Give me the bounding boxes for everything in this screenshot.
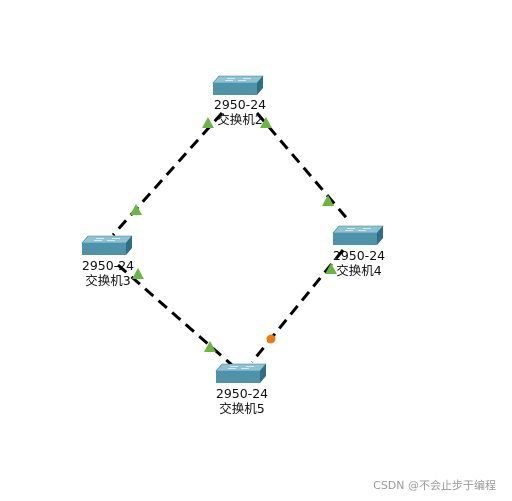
switch-node-2[interactable]: 2950-24 交换机2 xyxy=(212,75,266,127)
port-up-indicator xyxy=(202,117,214,128)
port-up-indicator xyxy=(204,341,216,352)
port-up-indicator xyxy=(325,263,337,274)
switch-model-label: 2950-24 xyxy=(82,258,134,273)
switch-node-4[interactable]: 2950-24 交换机4 xyxy=(332,225,385,278)
watermark-text: CSDN @不会止步于编程 xyxy=(373,479,496,492)
port-indicators xyxy=(130,117,337,352)
port-up-indicator xyxy=(130,204,142,215)
switch-name-label: 交换机2 xyxy=(217,112,262,127)
port-up-indicator xyxy=(132,268,144,279)
link-switch4-switch5[interactable] xyxy=(250,249,345,363)
port-up-indicator xyxy=(260,117,272,128)
switch-node-5[interactable]: 2950-24 交换机5 xyxy=(215,363,268,416)
switch-model-label: 2950-24 xyxy=(214,97,266,112)
link-switch2-switch4[interactable] xyxy=(255,112,352,223)
switch-name-label: 交换机5 xyxy=(219,401,264,416)
switch-icon xyxy=(212,75,264,96)
port-down-indicator xyxy=(266,334,276,344)
switch-name-label: 交换机3 xyxy=(85,273,130,288)
links xyxy=(111,112,352,367)
link-switch2-switch3[interactable] xyxy=(111,112,224,236)
switch-icon xyxy=(81,235,133,256)
port-up-indicator xyxy=(322,195,334,206)
switch-node-3[interactable]: 2950-24 交换机3 xyxy=(81,235,134,288)
switch-icon xyxy=(215,363,267,384)
switch-name-label: 交换机4 xyxy=(336,263,382,278)
switch-icon xyxy=(332,225,384,246)
switch-model-label: 2950-24 xyxy=(333,248,385,263)
switch-model-label: 2950-24 xyxy=(216,386,268,401)
